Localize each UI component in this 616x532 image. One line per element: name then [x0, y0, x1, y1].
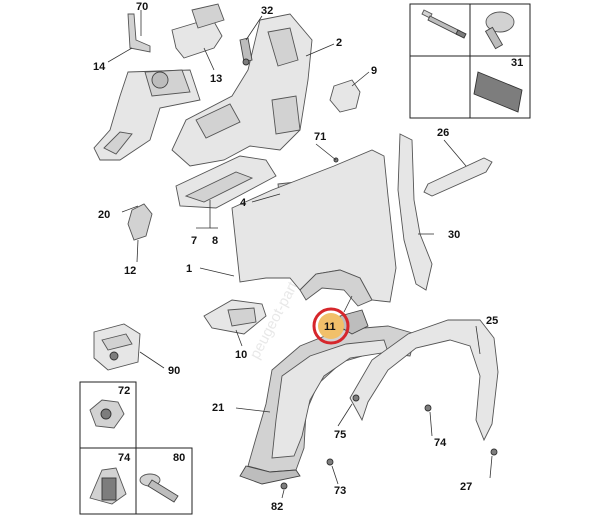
part-26-trim — [423, 157, 493, 197]
callout-12: 12 — [124, 265, 136, 277]
push-clip-icon — [484, 11, 515, 50]
callout-2: 2 — [336, 37, 342, 49]
callout-11: 11 — [324, 321, 336, 333]
callout-7: 7 — [191, 235, 197, 247]
fastener-74 — [424, 404, 432, 412]
callout-82: 82 — [271, 501, 283, 513]
part-7-8-lower-rail — [175, 155, 277, 209]
part-32-connector — [239, 37, 253, 66]
adhesive-pad-icon — [473, 71, 523, 113]
callout-1: 1 — [186, 263, 192, 275]
inset-box-74-80: 74 80 — [79, 447, 193, 515]
callout-13: 13 — [210, 73, 222, 85]
callout-70: 70 — [136, 1, 148, 13]
part-2-side-frame — [171, 13, 313, 167]
callout-26: 26 — [437, 127, 449, 139]
inset-box-31: 31 — [409, 3, 531, 119]
callout-73: 73 — [334, 485, 346, 497]
fastener-27 — [490, 448, 498, 456]
callout-27: 27 — [460, 481, 472, 493]
callout-74: 74 — [434, 437, 447, 449]
nut-icon — [89, 399, 125, 429]
fastener-82 — [280, 482, 288, 490]
part-21-wheel-arch-liner — [239, 325, 417, 485]
callout-71: 71 — [314, 131, 326, 143]
callout-14: 14 — [93, 61, 106, 73]
callout-21: 21 — [212, 402, 224, 414]
clip-icon — [89, 467, 127, 505]
callout-30: 30 — [448, 229, 460, 241]
callout-75: 75 — [334, 429, 346, 441]
highlight-part-11[interactable]: 11 — [312, 307, 350, 345]
callout-20: 20 — [98, 209, 110, 221]
part-13-bracket — [171, 3, 225, 59]
callout-8: 8 — [212, 235, 218, 247]
part-90-electrical-box — [93, 323, 141, 371]
callout-72: 72 — [118, 385, 130, 397]
callout-32: 32 — [261, 5, 273, 17]
part-25-fender-flare — [349, 319, 499, 442]
callout-80: 80 — [173, 452, 185, 464]
callout-90: 90 — [168, 365, 180, 377]
callout-9: 9 — [371, 65, 377, 77]
callout-4: 4 — [240, 197, 247, 209]
screw-icon — [421, 9, 467, 39]
part-1-front-fender — [231, 149, 397, 307]
fastener-73 — [326, 458, 334, 466]
part-12-bracket — [127, 203, 153, 241]
callout-31: 31 — [511, 57, 523, 69]
part-9-bracket — [329, 79, 361, 113]
part-30-seal-strip — [397, 133, 433, 291]
callout-10: 10 — [235, 349, 247, 361]
leader-lines — [107, 10, 493, 499]
callout-74b: 74 — [118, 452, 131, 464]
inset-box-72: 72 — [79, 381, 137, 449]
callout-25: 25 — [486, 315, 498, 327]
part-14-bracket — [127, 13, 151, 53]
part-10-bracket — [203, 299, 267, 335]
rivet-icon — [139, 473, 179, 503]
fastener-75 — [352, 394, 360, 402]
part-20-wheel-arch-inner — [93, 69, 201, 161]
